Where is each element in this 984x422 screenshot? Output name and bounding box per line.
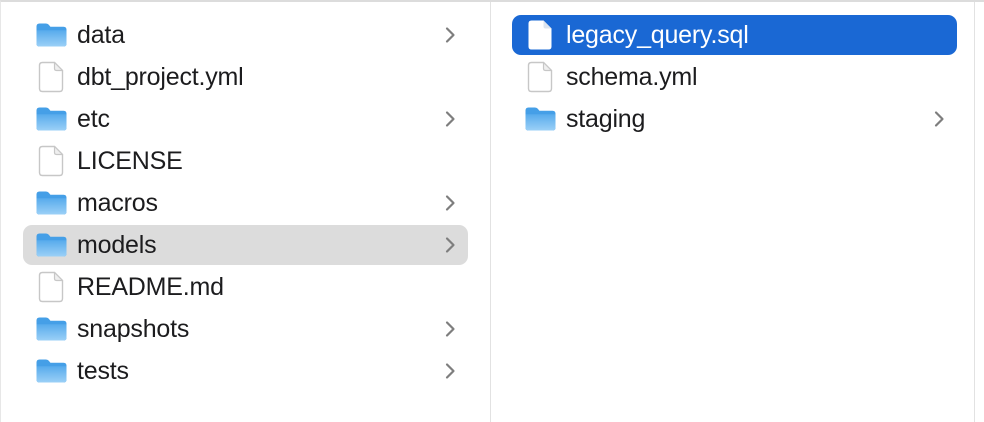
- column-parent-directory: data dbt_project.yml etc LICENSE macros: [1, 2, 491, 422]
- chevron-right-icon: [933, 109, 945, 129]
- column-models-directory: legacy_query.sql schema.yml staging: [491, 2, 975, 422]
- chevron-right-icon: [444, 109, 456, 129]
- folder-icon: [36, 23, 66, 47]
- item-label: etc: [77, 104, 110, 133]
- folder-row-tests[interactable]: tests: [23, 351, 468, 391]
- folder-icon: [36, 107, 66, 131]
- folder-row-etc[interactable]: etc: [23, 99, 468, 139]
- file-row-README.md[interactable]: README.md: [23, 267, 468, 307]
- chevron-right-icon: [445, 237, 455, 253]
- chevron-right-icon: [445, 195, 455, 211]
- icon-slot: [33, 102, 69, 136]
- chevron-right-icon: [444, 235, 456, 255]
- chevron-right-icon: [445, 111, 455, 127]
- folder-row-models[interactable]: models: [23, 225, 468, 265]
- item-label: tests: [77, 356, 129, 385]
- next-column-area: [975, 2, 984, 422]
- icon-slot: [33, 228, 69, 262]
- icon-slot: [522, 18, 558, 52]
- folder-row-macros[interactable]: macros: [23, 183, 468, 223]
- item-label: macros: [77, 188, 158, 217]
- folder-icon: [36, 233, 66, 257]
- item-label: staging: [566, 104, 646, 133]
- chevron-right-icon: [445, 363, 455, 379]
- icon-slot: [33, 312, 69, 346]
- file-row-LICENSE[interactable]: LICENSE: [23, 141, 468, 181]
- icon-slot: [33, 354, 69, 388]
- item-label: data: [77, 20, 125, 49]
- item-label: README.md: [77, 272, 224, 301]
- item-label: models: [77, 230, 157, 259]
- item-label: legacy_query.sql: [566, 20, 749, 49]
- document-icon: [38, 145, 64, 177]
- folder-row-data[interactable]: data: [23, 15, 468, 55]
- icon-slot: [522, 102, 558, 136]
- folder-icon: [36, 317, 66, 341]
- item-label: dbt_project.yml: [77, 62, 244, 91]
- chevron-right-icon: [444, 319, 456, 339]
- chevron-right-icon: [445, 27, 455, 43]
- icon-slot: [522, 60, 558, 94]
- file-row-legacy_query.sql[interactable]: legacy_query.sql: [512, 15, 957, 55]
- folder-row-snapshots[interactable]: snapshots: [23, 309, 468, 349]
- file-row-schema.yml[interactable]: schema.yml: [512, 57, 957, 97]
- chevron-right-icon: [444, 361, 456, 381]
- folder-icon: [36, 191, 66, 215]
- icon-slot: [33, 60, 69, 94]
- folder-icon: [36, 359, 66, 383]
- folder-icon: [525, 107, 555, 131]
- chevron-right-icon: [444, 193, 456, 213]
- document-icon: [528, 20, 552, 50]
- icon-slot: [33, 144, 69, 178]
- icon-slot: [33, 186, 69, 220]
- item-label: schema.yml: [566, 62, 698, 91]
- chevron-right-icon: [445, 321, 455, 337]
- file-row-dbt_project.yml[interactable]: dbt_project.yml: [23, 57, 468, 97]
- folder-row-staging[interactable]: staging: [512, 99, 957, 139]
- icon-slot: [33, 18, 69, 52]
- document-icon: [527, 61, 553, 93]
- item-label: LICENSE: [77, 146, 183, 175]
- icon-slot: [33, 270, 69, 304]
- item-label: snapshots: [77, 314, 190, 343]
- chevron-right-icon: [444, 25, 456, 45]
- document-icon: [38, 61, 64, 93]
- chevron-right-icon: [934, 111, 944, 127]
- document-icon: [38, 271, 64, 303]
